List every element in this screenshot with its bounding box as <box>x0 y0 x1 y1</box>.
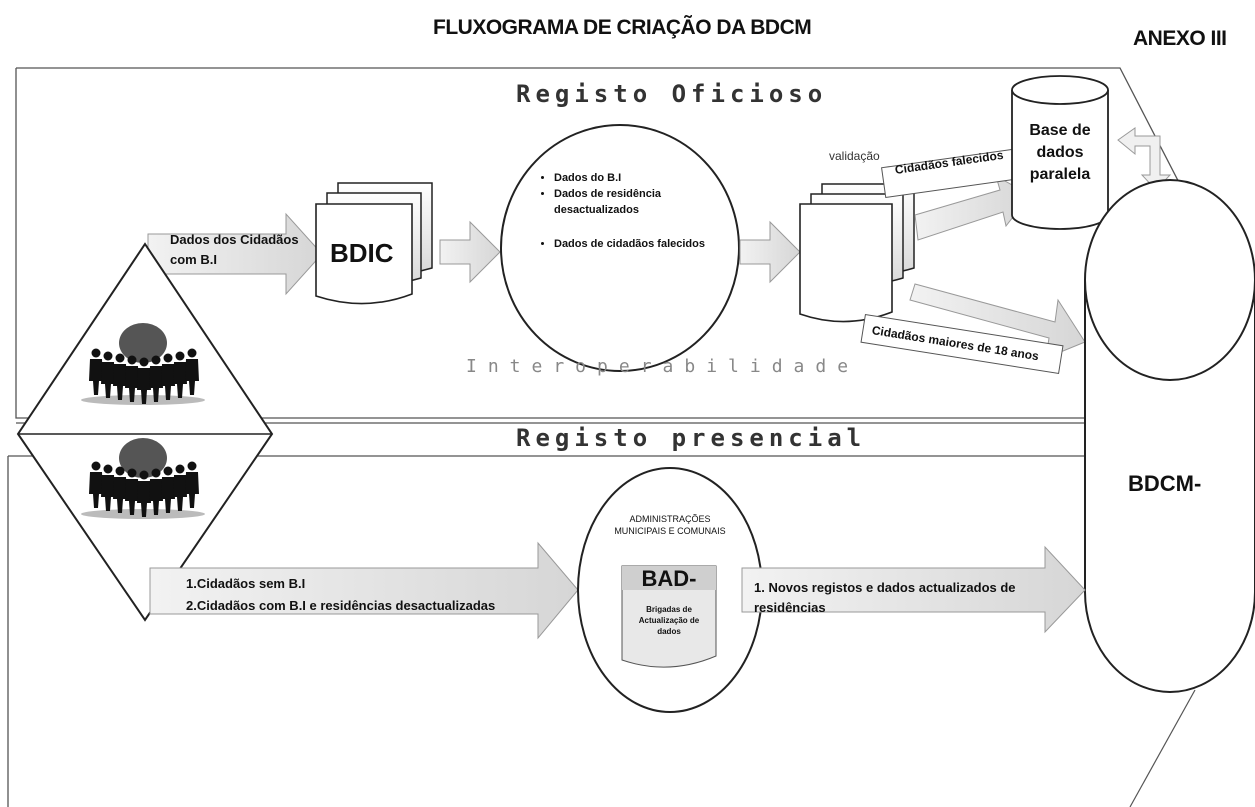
bdcm-cylinder <box>1084 179 1255 693</box>
registo-oficioso-label: Registo Oficioso <box>516 80 828 108</box>
circle-items: Dados do B.I Dados de residência desactu… <box>536 170 706 252</box>
circle-item-3: Dados de cidadãos falecidos <box>554 236 706 252</box>
interop-label: Interoperabilidade <box>466 356 860 377</box>
bdic-documents <box>315 182 433 305</box>
presencial-output-label: 1. Novos registos e dados actualizados d… <box>754 580 1016 615</box>
validation-label: validação <box>829 149 880 163</box>
annex-label: ANEXO III <box>1133 27 1227 50</box>
people-group-top <box>81 323 205 405</box>
arrow-circle-validation <box>739 220 801 284</box>
arrow-dados-cidadaos <box>147 212 323 296</box>
parallel-db-cylinder <box>1011 75 1109 230</box>
validation-documents <box>799 183 915 323</box>
maiores-box <box>860 313 1064 375</box>
page-title: FLUXOGRAMA DE CRIAÇÃO DA BDCM <box>433 16 812 39</box>
parallel-db-label: Base de dados paralela <box>1029 122 1091 183</box>
dados-circle <box>500 124 740 372</box>
input-arrow-label: Dados dos Cidadãos com B.I <box>170 232 299 267</box>
arrow-presencial-output <box>741 545 1086 634</box>
people-group-bottom <box>81 438 205 519</box>
arrow-bdic-circle <box>439 220 501 284</box>
bdcm-diagonal <box>1129 689 1196 807</box>
bad-sub-label: Brigadas de Actualização de dados <box>638 605 700 636</box>
arrow-maiores <box>909 283 1086 359</box>
arrow-presencial-input <box>149 541 579 640</box>
bdic-label: BDIC <box>330 238 394 268</box>
citizens-diamond <box>16 242 274 622</box>
presencial-input-2: 2.Cidadãos com B.I e residências desactu… <box>186 598 496 613</box>
registo-presencial-label: Registo presencial <box>516 424 867 452</box>
presencial-input-1: 1.Cidadãos sem B.I <box>186 576 306 591</box>
bdcm-label: BDCM- <box>1128 471 1202 496</box>
bad-label: BAD- <box>641 566 697 591</box>
circle-item-1: Dados do B.I <box>554 170 706 186</box>
bad-document <box>621 565 717 668</box>
admin-label: ADMINISTRAÇÕES MUNICIPAIS E COMUNAIS <box>614 514 726 536</box>
circle-item-2: Dados de residência desactualizados <box>554 186 706 218</box>
